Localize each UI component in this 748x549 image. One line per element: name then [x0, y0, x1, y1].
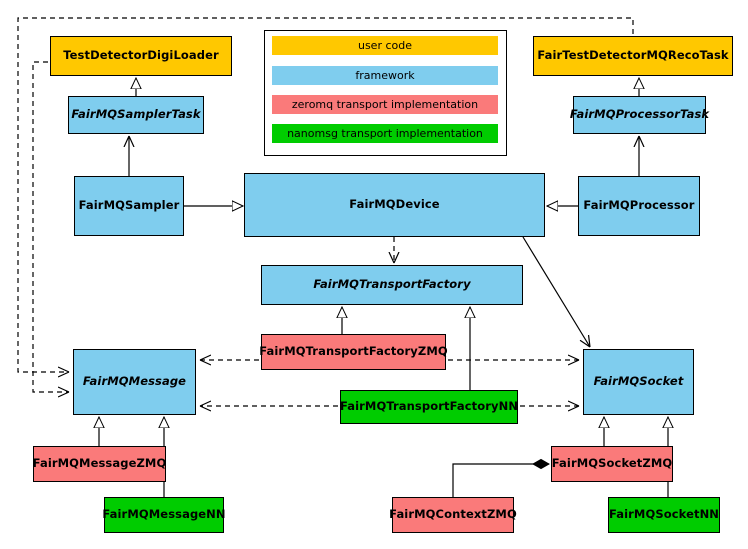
class-node-label: FairMQProcessorTask — [569, 107, 710, 122]
class-node-fairmqdevice[interactable]: FairMQDevice — [244, 173, 545, 237]
edge-socketzmq-contextzmq — [452, 464, 549, 497]
class-node-testdetectordigiloader[interactable]: TestDetectorDigiLoader — [50, 36, 232, 76]
class-node-fairmqmessage[interactable]: FairMQMessage — [73, 349, 196, 415]
class-node-fairmqsamplertask[interactable]: FairMQSamplerTask — [68, 96, 204, 134]
class-node-label: FairMQTransportFactory — [313, 277, 471, 292]
class-node-label: FairMQDevice — [349, 197, 440, 212]
legend-label-user-code: user code — [357, 39, 413, 52]
legend-item-user-code: user code — [272, 36, 498, 55]
class-node-label: FairMQMessage — [82, 374, 187, 389]
class-node-fairmqmessagenn[interactable]: FairMQMessageNN — [102, 497, 226, 533]
class-node-fairmqsocketzmq[interactable]: FairMQSocketZMQ — [551, 446, 673, 482]
class-node-fairmqmessagezmq[interactable]: FairMQMessageZMQ — [33, 446, 166, 482]
class-node-label: FairTestDetectorMQRecoTask — [537, 48, 729, 63]
class-node-label: FairMQSocketZMQ — [551, 456, 673, 471]
legend-item-zeromq: zeromq transport implementation — [272, 95, 498, 114]
legend-label-framework: framework — [355, 69, 415, 82]
class-node-label: FairMQSamplerTask — [71, 107, 201, 122]
class-node-label: FairMQTransportFactoryNN — [339, 399, 519, 414]
legend-item-framework: framework — [272, 66, 498, 85]
legend-label-zeromq: zeromq transport implementation — [291, 98, 479, 111]
legend-label-nanomsg: nanomsg transport implementation — [287, 127, 483, 140]
class-node-label: FairMQSocketNN — [608, 507, 720, 522]
class-node-label: FairMQMessageZMQ — [32, 456, 167, 471]
class-node-fairmqtransportfactoryzmq[interactable]: FairMQTransportFactoryZMQ — [259, 334, 448, 370]
class-node-fairmqtransportfactorynn[interactable]: FairMQTransportFactoryNN — [340, 390, 518, 424]
class-node-fairmqsocket[interactable]: FairMQSocket — [583, 349, 694, 415]
class-node-fairmqtransportfactory[interactable]: FairMQTransportFactory — [261, 265, 523, 305]
class-node-fairmqprocessor[interactable]: FairMQProcessor — [578, 176, 700, 236]
class-node-fairmqsampler[interactable]: FairMQSampler — [74, 176, 184, 236]
class-node-fairmqprocessortask[interactable]: FairMQProcessorTask — [569, 96, 710, 134]
class-node-label: FairMQSocket — [593, 374, 684, 389]
class-node-label: FairMQProcessor — [583, 198, 695, 213]
class-node-label: FairMQTransportFactoryZMQ — [259, 344, 448, 359]
class-node-label: FairMQMessageNN — [102, 507, 226, 522]
class-node-fairmqsocketnn[interactable]: FairMQSocketNN — [608, 497, 720, 533]
edge-device-socket — [522, 236, 590, 347]
class-node-label: FairMQContextZMQ — [389, 507, 517, 522]
class-node-fairmqcontextzmq[interactable]: FairMQContextZMQ — [389, 497, 517, 533]
class-node-fairtestdetectormqrecotask[interactable]: FairTestDetectorMQRecoTask — [533, 36, 733, 76]
class-node-label: TestDetectorDigiLoader — [63, 48, 219, 63]
class-node-label: FairMQSampler — [78, 198, 180, 213]
edge-digiloader-message — [32, 61, 69, 392]
legend-item-nanomsg: nanomsg transport implementation — [272, 124, 498, 143]
